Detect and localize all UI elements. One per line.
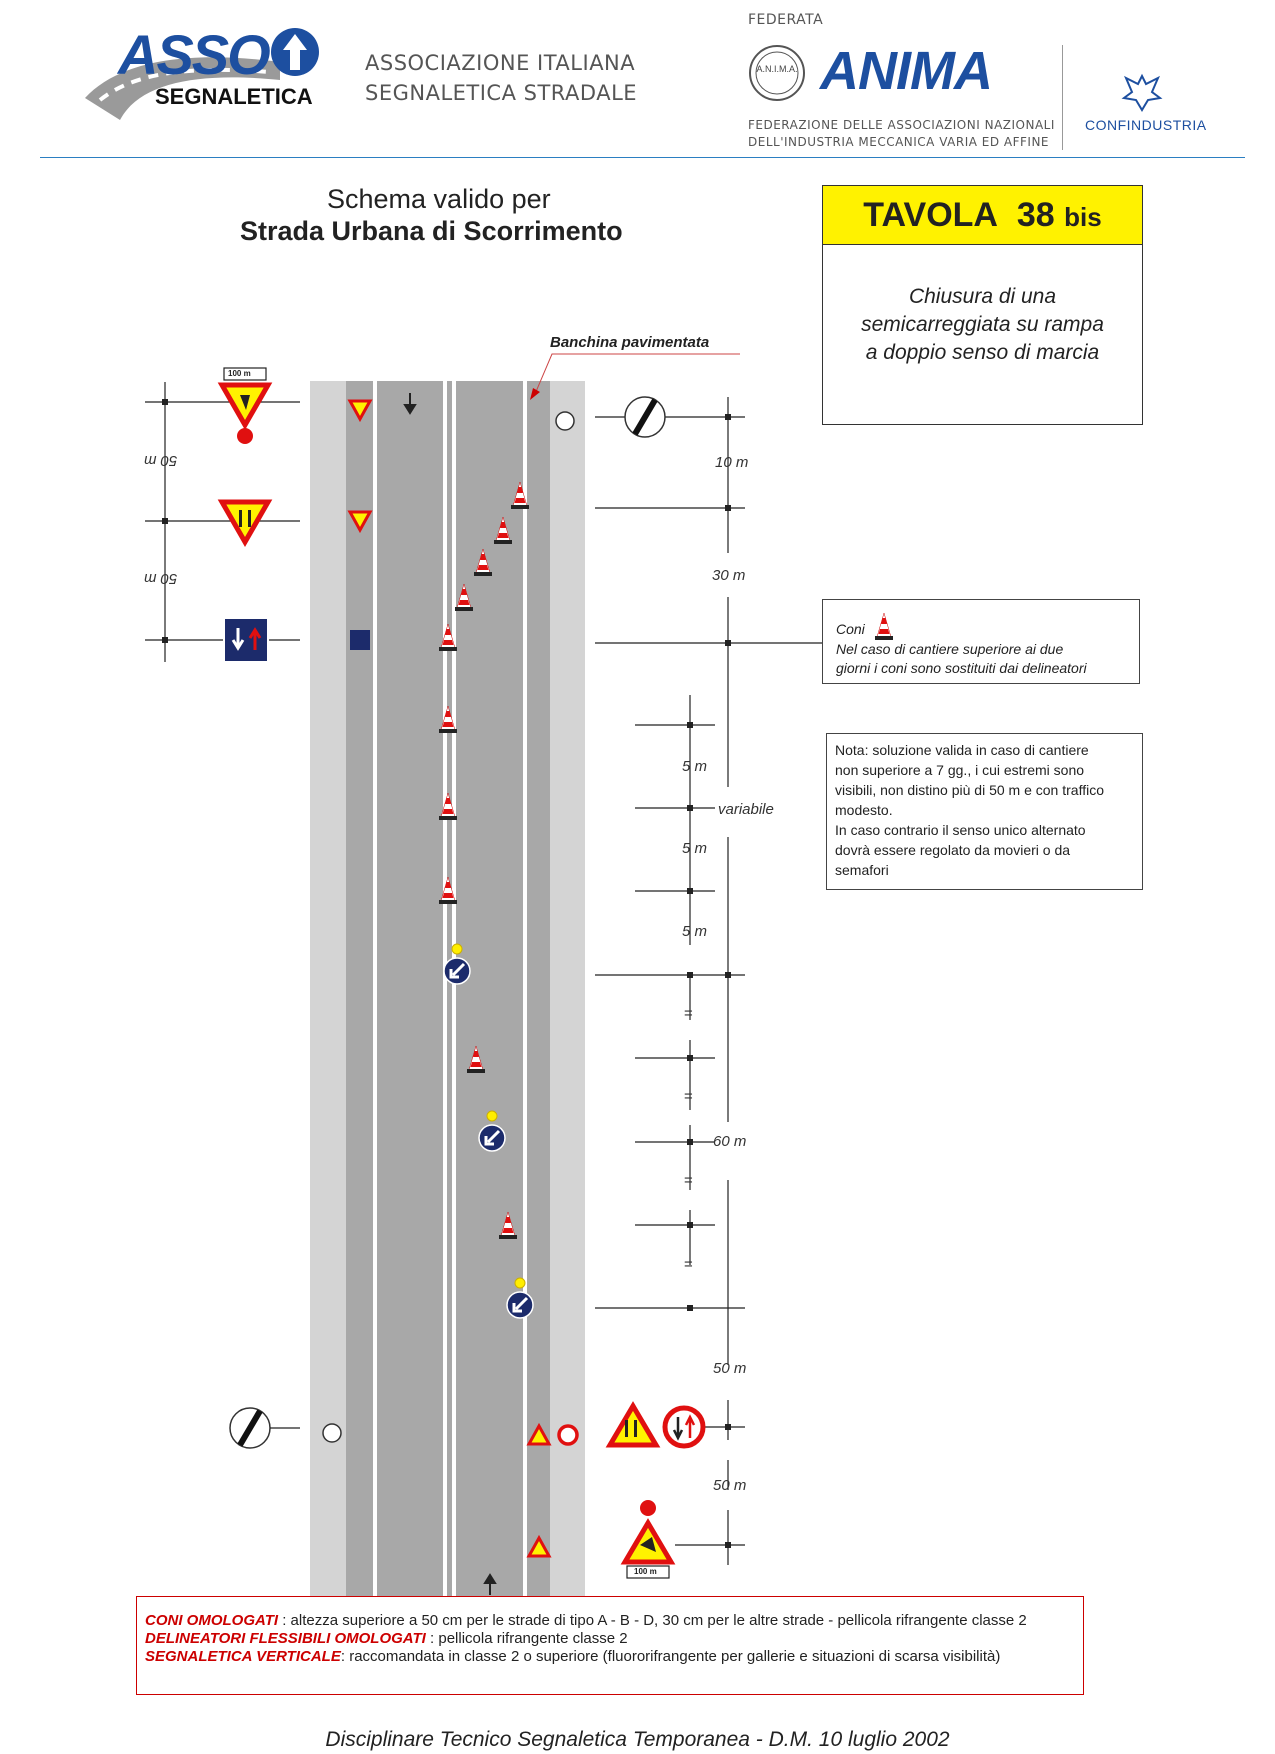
legend-box: CONI OMOLOGATI : altezza superiore a 50 …	[136, 1596, 1084, 1695]
left-edge-grey	[346, 381, 375, 1596]
give-way-oncoming-sign-icon	[662, 1405, 706, 1449]
nota-line6: dovrà essere regolato da movieri o da	[835, 842, 1071, 858]
nota-line2: non superiore a 7 gg., i cui estremi son…	[835, 762, 1085, 778]
assoc-name: ASSOCIAZIONE ITALIANA SEGNALETICA STRADA…	[365, 48, 637, 108]
left-distance-2: 50 m	[144, 570, 178, 587]
measure-10m: 10 m	[715, 454, 749, 471]
legend-segnaletica-text: : raccomandata in classe 2 o superiore (…	[340, 1648, 1001, 1665]
right-edge-grey	[525, 381, 550, 1596]
coni-note-box: Coni Nel caso di cantiere superiore ai d…	[822, 599, 1140, 684]
legend-delineatori-label: DELINEATORI FLESSIBILI OMOLOGATI	[145, 1630, 426, 1647]
legend-coni-label: CONI OMOLOGATI	[145, 1612, 279, 1629]
coni-note-line1: Nel caso di cantiere superiore ai due	[836, 641, 1064, 657]
measure-equal-2: =	[684, 1088, 693, 1105]
tavola-label: TAVOLA	[863, 196, 998, 234]
legend-coni-row: CONI OMOLOGATI : altezza superiore a 50 …	[145, 1612, 1083, 1630]
tavola-number: 38	[1016, 196, 1055, 234]
confindustria-eagle-icon	[1120, 70, 1164, 119]
asso-logo-text: ASSO	[118, 23, 271, 86]
anima-seal-text: A.N.I.M.A.	[756, 64, 798, 74]
nota-line3: visibili, non distino più di 50 m e con …	[835, 782, 1104, 798]
coni-note-title: Coni	[836, 621, 865, 637]
nota-line7: semafori	[835, 862, 889, 878]
arrow-down-icon	[403, 393, 417, 415]
anima-logo: ANIMA	[820, 41, 993, 101]
two-way-priority-sign-icon	[223, 617, 269, 663]
measure-5m-b: 5 m	[682, 840, 708, 857]
sign-plate-bottom: 100 m	[634, 1567, 657, 1576]
measure-equal-1: =	[684, 1005, 693, 1022]
tavola-desc-line3: a doppio senso di marcia	[865, 341, 1100, 364]
centre-line-b	[452, 381, 456, 1596]
legend-segnaletica-row: SEGNALETICA VERTICALE: raccomandata in c…	[145, 1648, 1083, 1666]
measure-equal-4: =	[684, 1256, 693, 1273]
left-tick-marks	[162, 399, 168, 643]
tavola-desc-line1: Chiusura di una	[908, 285, 1057, 308]
end-restriction-circle-icon	[555, 411, 575, 431]
tavola-header: TAVOLA 38 bis	[823, 186, 1142, 245]
yield-lane-sign-icon	[217, 499, 273, 548]
right-edge-line	[523, 381, 527, 1596]
measure-60m: 60 m	[713, 1133, 747, 1150]
no-entry-circle-icon	[557, 1424, 579, 1446]
legend-delineatori-row: DELINEATORI FLESSIBILI OMOLOGATI : pelli…	[145, 1630, 1083, 1648]
anima-seal-icon: A.N.I.M.A.	[748, 44, 806, 102]
header-rule	[40, 157, 1245, 158]
measure-5m-c: 5 m	[682, 923, 708, 940]
nota-line1: Nota: soluzione valida in caso di cantie…	[835, 742, 1089, 758]
measure-30m: 30 m	[712, 567, 746, 584]
nota-line5: In caso contrario il senso unico alterna…	[835, 822, 1086, 838]
left-edge-line	[373, 381, 377, 1596]
end-of-restrictions-sign-icon	[229, 1407, 271, 1449]
tavola-suffix: bis	[1064, 202, 1102, 232]
assoc-name-line2: SEGNALETICA STRADALE	[365, 81, 638, 105]
cone-icon	[874, 612, 893, 640]
left-distance-1: 50 m	[144, 452, 178, 469]
title-line2: Strada Urbana di Scorrimento	[240, 216, 623, 246]
end-restriction-circle-icon	[322, 1423, 342, 1443]
legend-coni-text: : altezza superiore a 50 cm per le strad…	[278, 1612, 1027, 1629]
asso-road-swoosh-icon	[85, 28, 319, 120]
banchina-label: Banchina pavimentata	[550, 334, 710, 351]
title-line1: Schema valido per	[327, 184, 551, 214]
tavola-box: TAVOLA 38 bis Chiusura di una semicarreg…	[822, 185, 1143, 425]
sign-plate-top: 100 m	[228, 369, 251, 378]
federata-label: FEDERATA	[748, 12, 824, 28]
carriageway	[375, 381, 525, 1596]
coni-note-title-row: Coni	[836, 612, 1139, 640]
tavola-description: Chiusura di una semicarreggiata su rampa…	[823, 245, 1142, 367]
measure-50m-a: 50 m	[713, 1360, 747, 1377]
priority-sign-small-icon	[350, 630, 370, 650]
right-tick-marks	[687, 414, 731, 1548]
asso-logo-subtext: SEGNALETICA	[155, 84, 313, 109]
footer-text: Disciplinare Tecnico Segnaletica Tempora…	[325, 1728, 950, 1751]
tavola-desc-line2: semicarreggiata su rampa	[861, 313, 1104, 336]
anima-description: FEDERAZIONE DELLE ASSOCIAZIONI NAZIONALI…	[748, 117, 1055, 151]
centre-line-a	[443, 381, 447, 1596]
legend-delineatori-text: : pellicola rifrangente classe 2	[425, 1630, 628, 1647]
end-of-restrictions-sign-icon	[624, 396, 666, 438]
measure-equal-3: =	[684, 1172, 693, 1189]
anima-desc-line2: DELL'INDUSTRIA MECCANICA VARIA ED AFFINE	[748, 135, 1049, 149]
left-measure-lines	[145, 382, 300, 662]
arrow-up-icon	[483, 1573, 497, 1595]
measure-variabile: variabile	[718, 801, 774, 818]
measure-5m-a: 5 m	[682, 758, 708, 775]
header-vertical-divider	[1062, 45, 1063, 150]
nota-line4: modesto.	[835, 802, 893, 818]
asso-logo: ASSO SEGNALETICA	[80, 20, 330, 135]
right-measure-lines	[595, 397, 828, 1565]
roadworks-sign-icon	[620, 1500, 676, 1579]
road-narrows-sign-icon	[605, 1401, 661, 1448]
coni-note-line2: giorni i coni sono sostituiti dai deline…	[836, 660, 1087, 676]
confindustria-label: CONFINDUSTRIA	[1085, 117, 1207, 133]
work-ahead-sign-icon	[217, 367, 273, 444]
measure-50m-b: 50 m	[713, 1477, 747, 1494]
banchina-pointer-arrow	[530, 353, 740, 400]
nota-box: Nota: soluzione valida in caso di cantie…	[826, 733, 1143, 890]
legend-segnaletica-label: SEGNALETICA VERTICALE	[145, 1648, 341, 1665]
anima-desc-line1: FEDERAZIONE DELLE ASSOCIAZIONI NAZIONALI	[748, 118, 1055, 132]
assoc-name-line1: ASSOCIAZIONE ITALIANA	[365, 51, 636, 75]
